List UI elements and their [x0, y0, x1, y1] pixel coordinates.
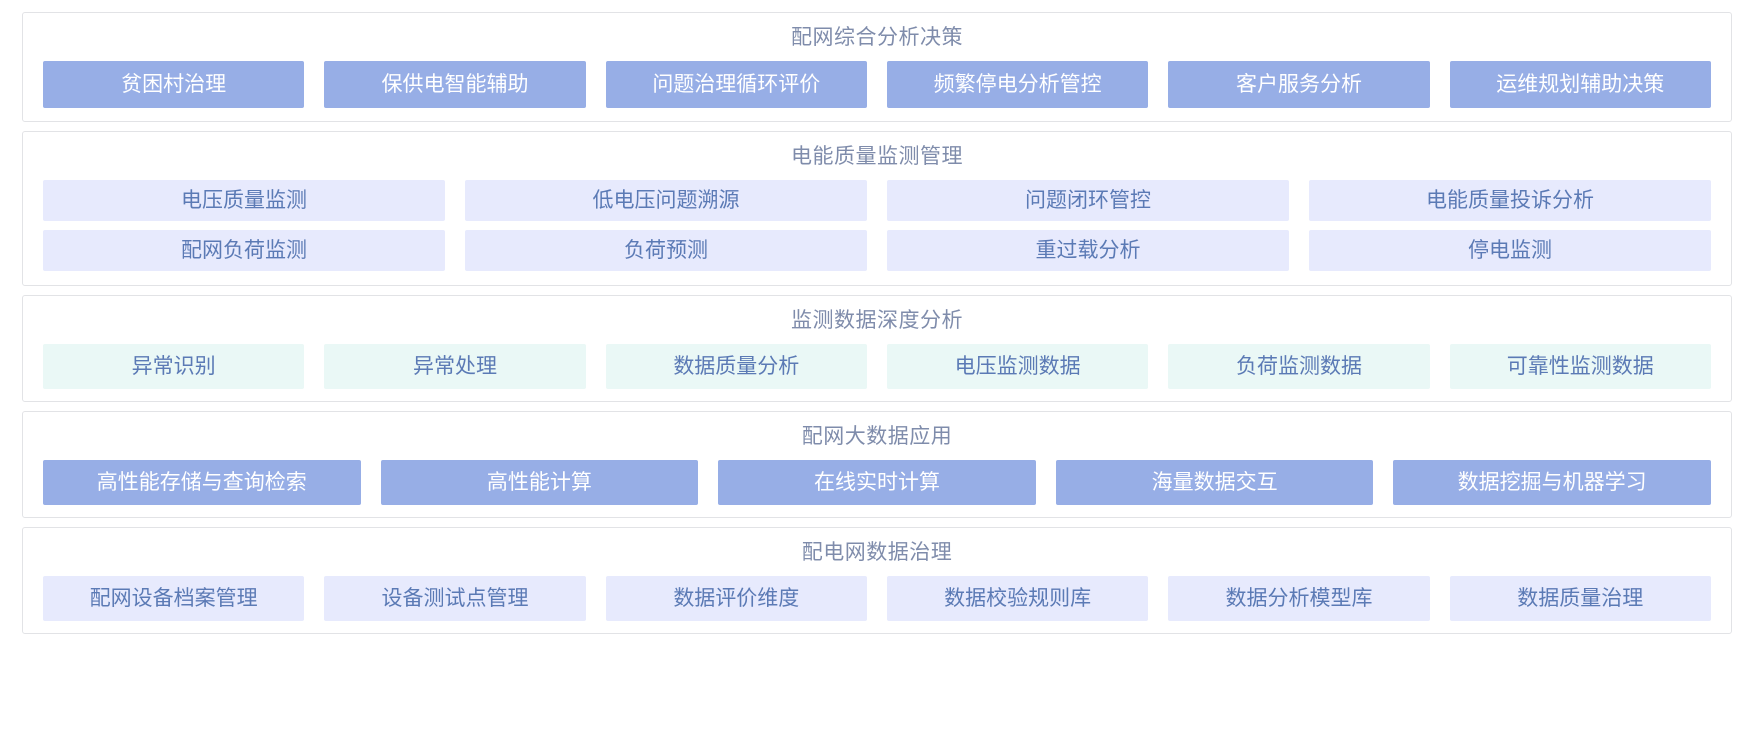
- module-button[interactable]: 高性能存储与查询检索: [43, 460, 361, 505]
- panel-title-deep-analysis: 监测数据深度分析: [791, 309, 963, 332]
- module-button[interactable]: 问题闭环管控: [887, 180, 1289, 221]
- module-button[interactable]: 异常处理: [324, 344, 586, 389]
- panel-title-decision: 配网综合分析决策: [791, 26, 963, 49]
- module-button[interactable]: 配网负荷监测: [43, 230, 445, 271]
- module-button[interactable]: 负荷预测: [465, 230, 867, 271]
- module-button[interactable]: 问题治理循环评价: [605, 61, 867, 108]
- module-button[interactable]: 可靠性监测数据: [1449, 344, 1711, 389]
- panel-power-quality: 电能质量监测管理 电压质量监测 低电压问题溯源 问题闭环管控 电能质量投诉分析 …: [22, 131, 1732, 286]
- module-button[interactable]: 低电压问题溯源: [465, 180, 867, 221]
- module-button[interactable]: 数据评价维度: [605, 576, 867, 621]
- module-button[interactable]: 电压监测数据: [886, 344, 1149, 389]
- module-button[interactable]: 设备测试点管理: [324, 576, 586, 621]
- module-button[interactable]: 客户服务分析: [1168, 61, 1430, 108]
- module-button[interactable]: 负荷监测数据: [1168, 344, 1430, 389]
- panel-decision: 配网综合分析决策 贫困村治理 保供电智能辅助 问题治理循环评价 频繁停电分析管控…: [22, 12, 1732, 122]
- module-button[interactable]: 配网设备档案管理: [43, 576, 305, 621]
- module-button[interactable]: 高性能计算: [380, 460, 699, 505]
- panel-title-power-quality: 电能质量监测管理: [791, 145, 963, 168]
- module-button[interactable]: 数据质量分析: [605, 344, 867, 389]
- panel-decision-row-1: 贫困村治理 保供电智能辅助 问题治理循环评价 频繁停电分析管控 客户服务分析 运…: [43, 61, 1711, 108]
- module-button[interactable]: 贫困村治理: [43, 61, 305, 108]
- panel-title-big-data: 配网大数据应用: [801, 425, 953, 448]
- panel-deep-analysis: 监测数据深度分析 异常识别 异常处理 数据质量分析 电压监测数据 负荷监测数据 …: [22, 295, 1732, 402]
- panel-power-quality-row-1: 电压质量监测 低电压问题溯源 问题闭环管控 电能质量投诉分析: [43, 180, 1711, 221]
- panel-big-data-row-1: 高性能存储与查询检索 高性能计算 在线实时计算 海量数据交互 数据挖掘与机器学习: [43, 460, 1711, 505]
- module-button[interactable]: 数据校验规则库: [886, 576, 1149, 621]
- panel-deep-analysis-row-1: 异常识别 异常处理 数据质量分析 电压监测数据 负荷监测数据 可靠性监测数据: [43, 344, 1711, 389]
- module-button[interactable]: 电压质量监测: [43, 180, 445, 221]
- module-button[interactable]: 运维规划辅助决策: [1449, 61, 1711, 108]
- panel-data-governance: 配电网数据治理 配网设备档案管理 设备测试点管理 数据评价维度 数据校验规则库 …: [22, 527, 1732, 634]
- module-button[interactable]: 保供电智能辅助: [324, 61, 586, 108]
- module-button[interactable]: 异常识别: [43, 344, 305, 389]
- module-button[interactable]: 海量数据交互: [1055, 460, 1374, 505]
- module-button[interactable]: 重过载分析: [887, 230, 1289, 271]
- module-button[interactable]: 电能质量投诉分析: [1309, 180, 1711, 221]
- module-button[interactable]: 停电监测: [1309, 230, 1711, 271]
- module-button[interactable]: 频繁停电分析管控: [886, 61, 1149, 108]
- module-button[interactable]: 在线实时计算: [718, 460, 1036, 505]
- panel-title-data-governance: 配电网数据治理: [801, 541, 953, 564]
- panel-power-quality-row-2: 配网负荷监测 负荷预测 重过载分析 停电监测: [43, 230, 1711, 271]
- panel-big-data: 配网大数据应用 高性能存储与查询检索 高性能计算 在线实时计算 海量数据交互 数…: [22, 411, 1732, 518]
- module-button[interactable]: 数据挖掘与机器学习: [1393, 460, 1711, 505]
- module-button[interactable]: 数据质量治理: [1449, 576, 1711, 621]
- module-button[interactable]: 数据分析模型库: [1168, 576, 1430, 621]
- panel-data-governance-row-1: 配网设备档案管理 设备测试点管理 数据评价维度 数据校验规则库 数据分析模型库 …: [43, 576, 1711, 621]
